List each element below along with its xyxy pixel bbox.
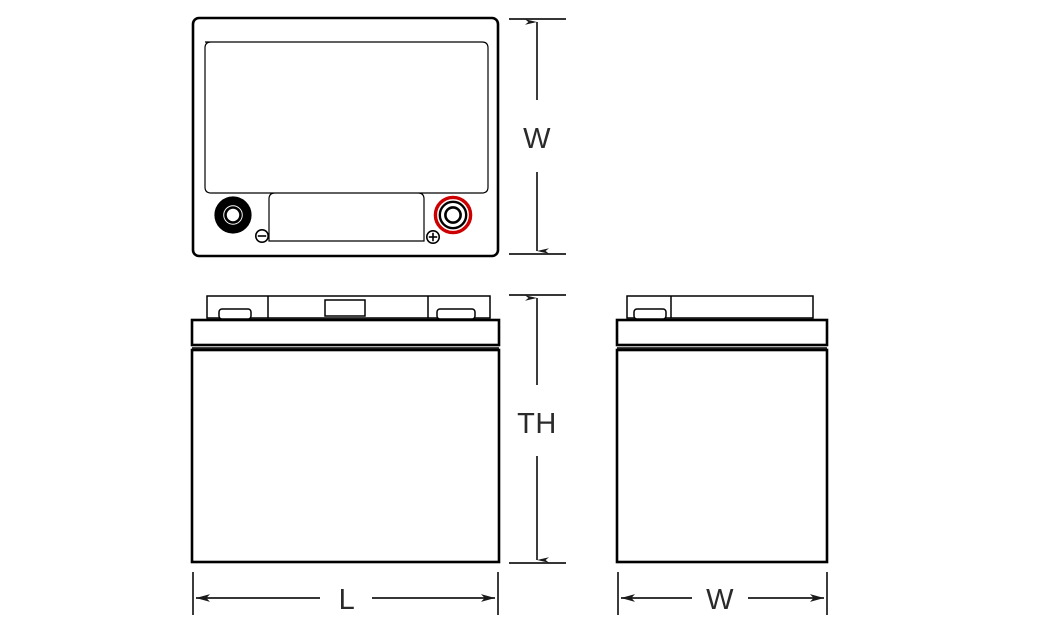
side-view-body — [615, 348, 829, 564]
side-view-lid-band — [615, 318, 829, 347]
front-view-lid-band — [190, 318, 501, 347]
dimension-l: L — [192, 572, 499, 616]
front-view-center-plate — [324, 299, 366, 317]
top-view — [191, 16, 500, 258]
dimension-w-top-label: W — [523, 123, 551, 155]
negative-terminal — [214, 196, 252, 234]
side-view-lid-deck — [626, 295, 814, 319]
negative-polarity-icon — [255, 229, 270, 244]
front-view-terminal-boss-left — [218, 308, 252, 320]
front-view-body — [190, 348, 501, 564]
side-view-terminal-boss — [633, 308, 667, 320]
dimension-w-side-label: W — [706, 584, 734, 616]
positive-terminal — [433, 195, 473, 235]
dimension-th: TH — [509, 294, 566, 564]
positive-polarity-icon — [425, 230, 440, 245]
dimension-w-side: W — [617, 572, 828, 616]
top-view-lid-recess — [204, 41, 489, 242]
front-view-terminal-boss-right — [436, 308, 476, 320]
front-view — [190, 295, 501, 564]
dimension-l-label: L — [339, 584, 356, 616]
side-view — [615, 295, 829, 564]
dimension-w-top: W — [509, 18, 566, 255]
dimension-th-label: TH — [517, 408, 557, 440]
